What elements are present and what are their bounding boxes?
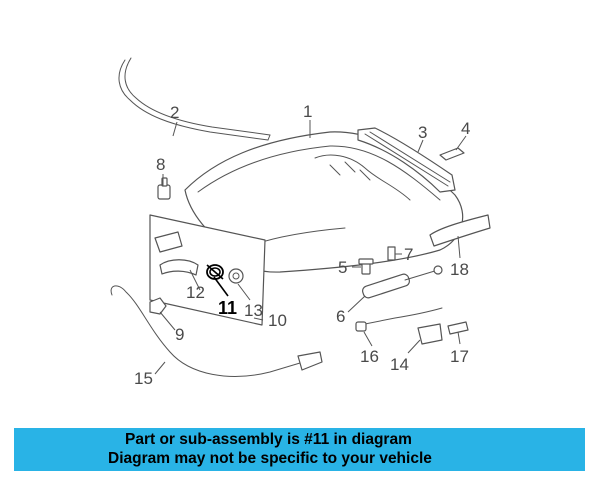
part-16-rod [355, 307, 443, 332]
callout-6: 6 [336, 307, 345, 326]
part-17-clip [447, 321, 469, 335]
part-13-grommet [228, 268, 244, 284]
part-6-gas-strut [362, 265, 443, 299]
part-2-weatherstrip [118, 57, 271, 141]
leader-lines [154, 120, 467, 375]
part-11-spring [206, 264, 224, 280]
part-15-release-cable [110, 285, 323, 377]
callout-2: 2 [170, 103, 179, 122]
part-12-hook [154, 231, 183, 253]
callout-13: 13 [244, 301, 263, 320]
part-7-stud [387, 246, 396, 261]
part-12-latch [159, 259, 199, 276]
callout-12: 12 [186, 283, 205, 302]
banner-disclaimer: Diagram may not be specific to your vehi… [108, 450, 432, 467]
banner-part-note: Part or sub-assembly is #11 in diagram [125, 431, 412, 448]
callout-10: 10 [268, 311, 287, 330]
part-14-bracket [417, 323, 443, 345]
callout-14: 14 [390, 355, 409, 374]
callout-3: 3 [418, 123, 427, 142]
info-banner: Part or sub-assembly is #11 in diagram D… [14, 428, 585, 471]
callout-15: 15 [134, 369, 153, 388]
part-3-cowl-grille [357, 127, 456, 193]
callout-4: 4 [461, 119, 470, 138]
part-4-clip [439, 147, 465, 161]
callout-5: 5 [338, 258, 347, 277]
callout-7: 7 [404, 245, 413, 264]
part-5-bolt [358, 258, 374, 275]
exploded-parts-diagram: 1 2 3 4 5 6 7 8 9 10 11 12 13 14 15 16 1… [110, 57, 491, 388]
part-18-hinge [429, 214, 491, 247]
callout-8: 8 [156, 155, 165, 174]
part-8-bump-stop [157, 177, 171, 200]
callout-9: 9 [175, 325, 184, 344]
callout-17: 17 [450, 347, 469, 366]
callout-18: 18 [450, 260, 469, 279]
callout-11-highlighted: 11 [218, 298, 237, 318]
callout-1: 1 [303, 102, 312, 121]
callout-16: 16 [360, 347, 379, 366]
part-9-cable-guide [149, 297, 167, 315]
